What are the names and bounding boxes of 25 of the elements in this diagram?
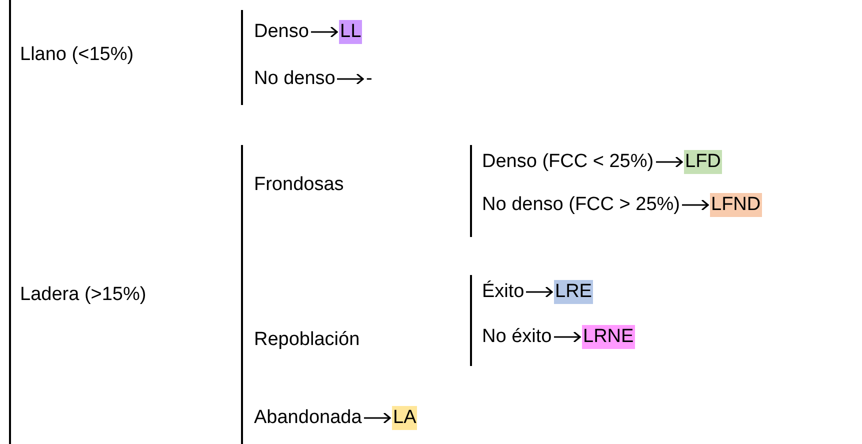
class-code-badge: LRNE — [582, 325, 635, 349]
option-label: Abandonada — [254, 406, 362, 430]
class-code-badge: LL — [339, 20, 362, 44]
class-code-badge: LRE — [554, 280, 593, 304]
option-label: No éxito — [482, 325, 552, 349]
arrow — [337, 73, 364, 85]
class-code-badge: LFD — [684, 150, 722, 174]
arrow — [656, 156, 683, 168]
category-label: Repoblación — [254, 328, 360, 352]
arrow — [311, 26, 338, 38]
option-label: Denso (FCC < 25%) — [482, 150, 654, 174]
option-label: No denso — [254, 67, 336, 91]
arrow — [364, 412, 391, 424]
option-label: No denso (FCC > 25%) — [482, 193, 680, 217]
arrow — [554, 331, 581, 343]
category-label: Frondosas — [254, 173, 344, 197]
category-label: Ladera (>15%) — [20, 283, 146, 307]
class-code: - — [365, 67, 374, 91]
class-code-badge: LFND — [710, 193, 762, 217]
option-label: Denso — [254, 20, 309, 44]
arrow — [682, 199, 709, 211]
option-label: Éxito — [482, 280, 524, 304]
category-label: Llano (<15%) — [20, 43, 134, 67]
class-code-badge: LA — [392, 406, 418, 430]
arrow — [526, 286, 553, 298]
